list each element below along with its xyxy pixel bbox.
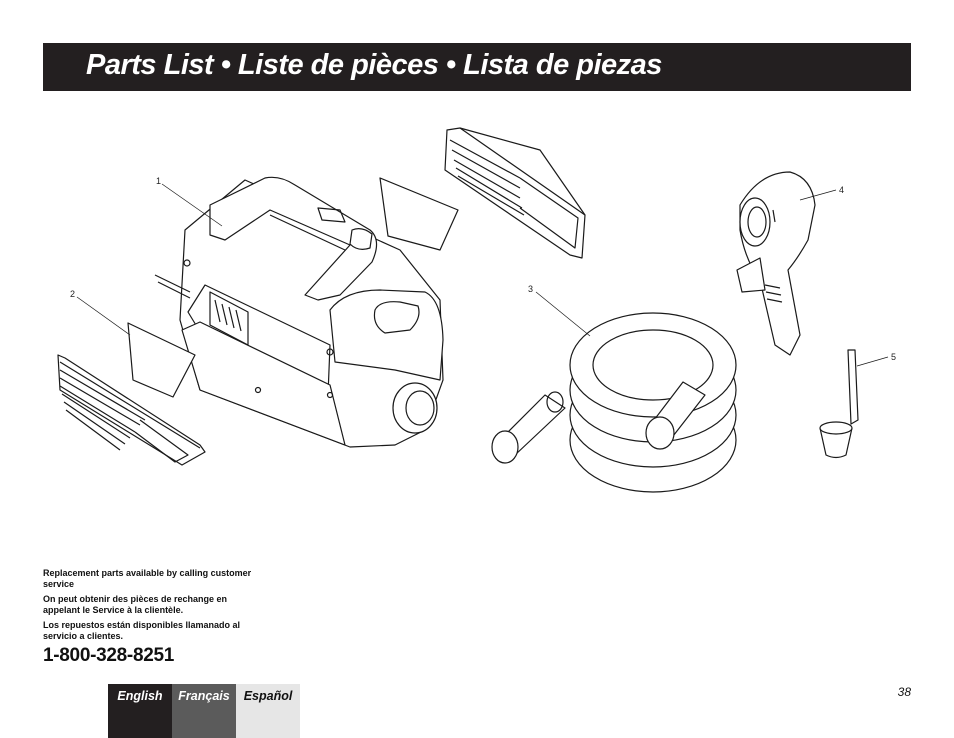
title-bar: Parts List • Liste de pièces • Lista de … — [43, 43, 911, 91]
tab-english[interactable]: English — [108, 684, 172, 738]
filter-grille-illustration — [57, 322, 206, 466]
nozzle-illustration — [736, 171, 816, 356]
tab-espanol[interactable]: Español — [236, 684, 300, 738]
callout-3: 3 — [528, 284, 534, 294]
note-french: On peut obtenir des pièces de rechange e… — [43, 594, 228, 615]
page-number: 38 — [897, 685, 911, 699]
callout-4: 4 — [839, 185, 845, 195]
top-filter-grille-illustration — [379, 127, 586, 259]
replacement-notes: Replacement parts available by calling c… — [43, 568, 253, 646]
crevice-tool-illustration — [819, 349, 859, 459]
tab-francais[interactable]: Français — [172, 684, 236, 738]
vacuum-body-illustration — [154, 176, 444, 448]
phone-number: 1-800-328-8251 — [43, 645, 175, 666]
note-spanish: Los repuestos están disponibles llamanad… — [43, 620, 241, 641]
callout-5: 5 — [891, 352, 897, 362]
hose-illustration — [491, 312, 737, 493]
note-english: Replacement parts available by calling c… — [43, 568, 252, 589]
language-tabs: English Français Español — [108, 684, 300, 738]
page-title: Parts List • Liste de pièces • Lista de … — [86, 49, 662, 81]
callout-1: 1 — [156, 176, 162, 186]
callout-2: 2 — [70, 289, 76, 299]
parts-diagram — [57, 127, 889, 493]
